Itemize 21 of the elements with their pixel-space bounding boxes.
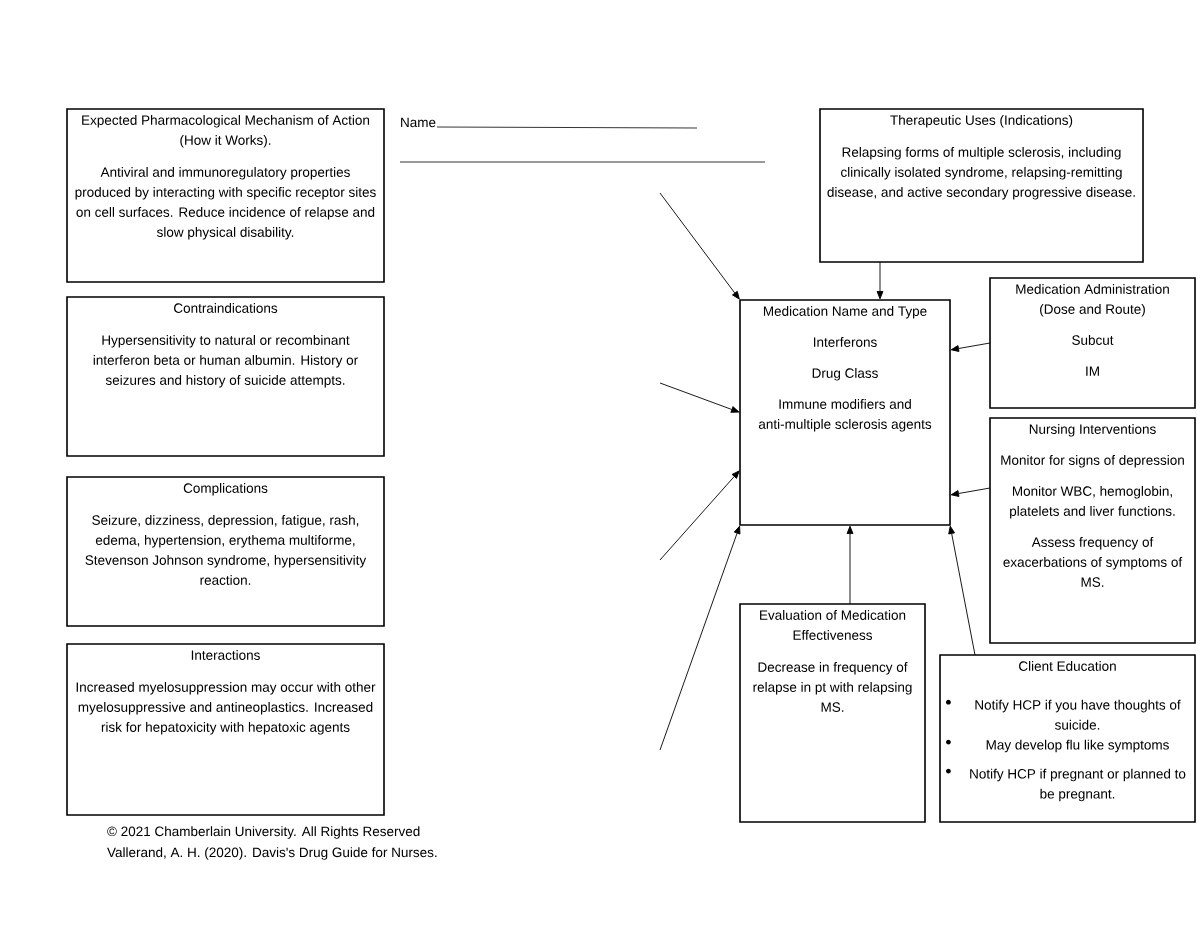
info-box: Contraindications Hypersensitivity to natural or recombinant interferon beta or human albumin. History or seizures and history of suicide attempts. bbox=[66, 296, 385, 457]
arrow bbox=[659, 525, 741, 751]
arrow bbox=[950, 487, 991, 497]
info-box: Nursing Interventions Monitor for signs of depression Monitor WBC, hemoglobin, platelets and liver functions. Assess frequency of exacerbations of symptoms of MS. bbox=[989, 417, 1196, 644]
citation-text: Vallerand, A. H. (2020). Davis's Drug Guide for Nurses. bbox=[107, 847, 437, 860]
info-box: Medication Administration (Dose and Route) Subcut IM bbox=[989, 277, 1196, 409]
info-box: Client Education Notify HCP if you have thoughts of suicide. May develop flu like symptoms Notify HCP if pregnant or planned to be pregnant. bbox=[939, 654, 1196, 823]
arrow bbox=[659, 192, 740, 300]
arrow bbox=[876, 261, 884, 300]
field-label: Name bbox=[401, 117, 436, 128]
arrow bbox=[659, 470, 740, 561]
info-box: Complications Seizure, dizziness, depression, fatigue, rash, edema, hypertension, erythema multiforme, Stevenson Johnson syndrome, hypersensitivity reaction. bbox=[66, 476, 385, 627]
arrow bbox=[948, 525, 976, 656]
info-box: Interactions Increased myelosuppression may occur with other myelosuppressive and antineoplastics. Increased risk for hepatoxicity with hepatoxic agents bbox=[66, 643, 385, 816]
arrow bbox=[659, 382, 740, 413]
arrow bbox=[846, 525, 854, 605]
info-box: Evaluation of Medication Effectiveness Decrease in frequency of relapse in pt with relapsing MS. bbox=[739, 603, 926, 823]
info-box: Therapeutic Uses (Indications) Relapsing forms of multiple sclerosis, including clinically isolated syndrome, relapsing-remitting disease, and active secondary progressive disease. bbox=[819, 108, 1144, 263]
info-box: Expected Pharmacological Mechanism of Action (How it Works). Antiviral and immunoregulatory properties produced by interacting with specific receptor sites on cell surfaces. Reduce incidence of relapse and slow physical disability. bbox=[66, 108, 385, 283]
center-box: Medication Name and Type Interferons Drug Class Immune modifiers and anti-multiple sclerosis agents bbox=[739, 299, 951, 526]
arrow bbox=[950, 342, 991, 352]
